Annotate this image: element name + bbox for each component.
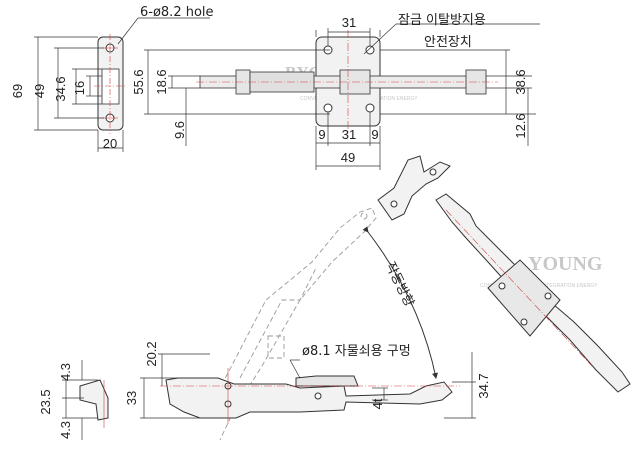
side-view-dimensions [62, 352, 476, 440]
dim-20: 20 [103, 136, 117, 151]
iso-catch-part [377, 155, 451, 221]
lock-device-label-line2: 안전장치 [424, 35, 472, 50]
dim-20-2: 20.2 [144, 341, 159, 366]
dim-49-left: 49 [32, 84, 47, 98]
dim-18-6: 18.6 [154, 69, 169, 94]
top-view [196, 30, 498, 132]
iso-latch-body [435, 193, 631, 393]
front-view-dimensions [34, 17, 210, 152]
operating-direction-label: 작동방향 [382, 260, 416, 310]
hole-spec-label: 6-ø8.2 hole [140, 5, 214, 20]
dim-12-6: 12.6 [513, 113, 528, 138]
pin-hole-label: ø8.1 자물쇠용 구멍 [302, 344, 411, 359]
dim-16: 16 [72, 81, 87, 95]
side-view-closed [160, 368, 460, 424]
lock-device-label-line1: 잠금 이탈방지용 [398, 13, 486, 28]
dim-55-6: 55.6 [131, 69, 146, 94]
side-view-open-phantom [217, 207, 377, 441]
front-view [94, 34, 126, 134]
dim-34-7: 34.7 [476, 373, 491, 398]
dim-31-top: 31 [342, 15, 356, 30]
dim-9-6: 9.6 [172, 121, 187, 139]
dim-49-bottom: 49 [341, 150, 355, 165]
dim-69: 69 [10, 84, 25, 98]
dim-23-5: 23.5 [38, 389, 53, 414]
dim-4-3-top: 4.3 [58, 363, 73, 381]
dim-34-6: 34.6 [53, 76, 68, 101]
dim-38-6: 38.6 [513, 69, 528, 94]
dim-4-3-bottom: 4.3 [58, 421, 73, 439]
dim-9-a: 9 [318, 127, 325, 142]
dim-33: 33 [124, 391, 139, 405]
side-view-catch [79, 379, 109, 428]
top-view-dimensions [144, 23, 540, 170]
dim-9-b: 9 [371, 127, 378, 142]
operating-arc [362, 226, 438, 379]
dim-4t: 4t [370, 398, 385, 409]
dim-31-mid: 31 [342, 127, 356, 142]
svg-text:YOUNG: YOUNG [528, 253, 603, 275]
